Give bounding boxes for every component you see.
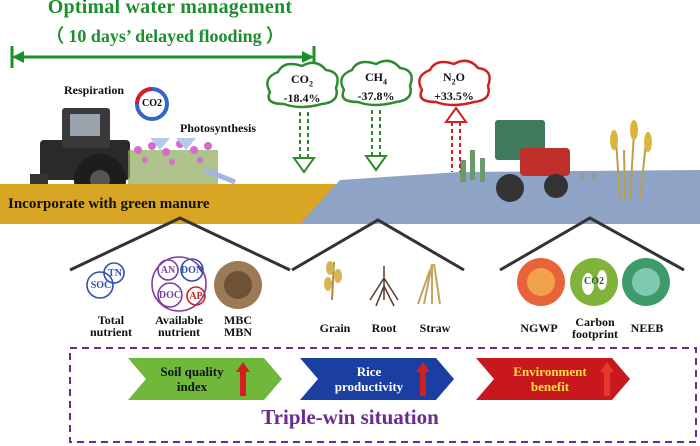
mbc-mbn-label: MBC MBN (224, 313, 252, 339)
co2-footprint-label: CO2 (584, 276, 604, 287)
cloud-ch4-text: CH4 -37.8% (357, 70, 395, 104)
straw-label: Straw (419, 321, 451, 335)
don-label: DON (180, 265, 204, 276)
doc-label: DOC (158, 290, 182, 301)
root-label: Root (371, 321, 397, 335)
ngwp-label: NGWP (520, 321, 558, 335)
root-icon (369, 266, 399, 307)
carbon-footprint-label: Carbon footprint (572, 315, 618, 341)
cloud-n2o (418, 59, 491, 107)
available-nutrient-label: Available nutrient (155, 313, 203, 339)
outcome-frame (69, 347, 697, 443)
an-label: AN (160, 265, 176, 276)
grain-icon (324, 261, 342, 301)
outcome-soil-chevron (128, 358, 282, 400)
co2-down-arrow (292, 112, 316, 174)
tn-label: TN (108, 268, 122, 279)
transplanter-icon (460, 120, 597, 202)
co2-cycle-label: CO2 (142, 98, 162, 109)
diagram-subtitle: （ 10 days’ delayed flooding ） (45, 26, 285, 46)
photosynthesis-label: Photosynthesis (179, 121, 256, 135)
straw-icon (417, 263, 441, 305)
carbon-footprint-icon (570, 258, 618, 306)
co2-cycle-icon (135, 87, 169, 121)
duration-arrow (10, 46, 316, 68)
cloud-ch4 (340, 59, 413, 107)
mature-rice-icon (610, 120, 652, 201)
tractor-icon (30, 108, 130, 206)
soil-quality-index-label: Soil quality index (160, 364, 224, 394)
soil-nutrient-circles (86, 256, 207, 312)
soc-label: SOC (90, 280, 112, 291)
conclusion-label: Triple-win situation (261, 405, 439, 429)
rice-productivity-label: Rice productivity (334, 364, 404, 394)
cloud-co2-text: CO2 -18.4% (283, 72, 321, 106)
green-manure-plants (128, 138, 236, 190)
group-roof-lines (69, 216, 685, 272)
ap-label: AP (189, 291, 203, 302)
outcome-rice-chevron (300, 358, 454, 400)
grain-label: Grain (319, 321, 351, 335)
outcome-environment-chevron (476, 358, 630, 400)
band-label: Incorporate with green manure (8, 196, 210, 212)
ch4-down-arrow (364, 110, 388, 172)
n2o-up-arrow (444, 106, 468, 172)
total-nutrient-label: Total nutrient (90, 313, 132, 339)
cloud-co2 (266, 61, 339, 109)
cloud-n2o-text: N2O +33.5% (434, 70, 474, 104)
diagram-title: Optimal water management (47, 0, 293, 18)
neeb-label: NEEB (630, 321, 664, 335)
environment-benefit-label: Environment benefit (513, 364, 587, 394)
respiration-label: Respiration (64, 83, 124, 97)
